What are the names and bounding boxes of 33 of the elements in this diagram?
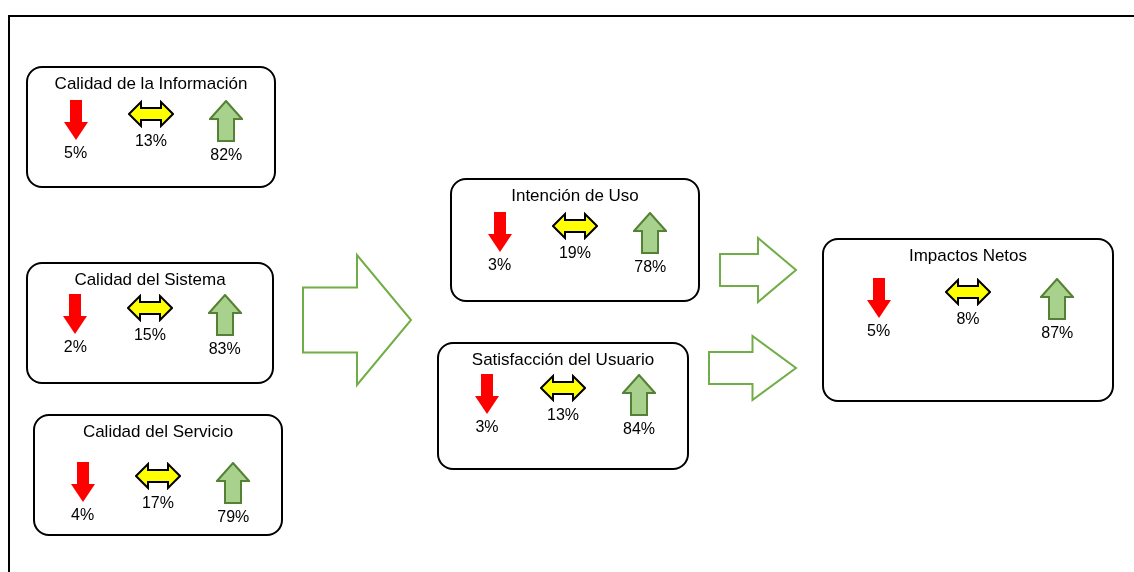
- percentage: 17%: [141, 494, 174, 512]
- percentage: 8%: [956, 310, 980, 328]
- percentage: 4%: [71, 506, 95, 524]
- percentage: 15%: [133, 326, 166, 344]
- indicator-card: [26, 262, 274, 384]
- percentage: 78%: [634, 258, 667, 276]
- indicator-card: [26, 66, 276, 188]
- percentage: 87%: [1041, 324, 1074, 342]
- indicator-card: [33, 414, 283, 536]
- card-title: Satisfacción del Usuario: [471, 350, 655, 370]
- percentage: 82%: [210, 146, 243, 164]
- card-title: Impactos Netos: [908, 246, 1028, 266]
- percentage: 13%: [134, 132, 167, 150]
- percentage: 13%: [547, 406, 579, 424]
- card-title: Intención de Uso: [511, 186, 639, 206]
- block-arrow: [719, 235, 798, 305]
- indicator-card: [822, 238, 1114, 402]
- percentage: 2%: [63, 338, 87, 356]
- block-arrow: [302, 252, 413, 388]
- percentage: 5%: [867, 322, 891, 340]
- indicator-card: [450, 178, 700, 302]
- percentage: 79%: [217, 508, 250, 526]
- percentage: 3%: [475, 418, 499, 436]
- card-title: Calidad del Sistema: [74, 270, 226, 290]
- percentage: 19%: [558, 244, 591, 262]
- percentage: 83%: [208, 340, 241, 358]
- card-title: Calidad del Servicio: [82, 422, 234, 442]
- card-title: Calidad de la Información: [54, 74, 248, 94]
- block-arrow: [708, 334, 798, 402]
- percentage: 84%: [623, 420, 655, 438]
- percentage: 5%: [64, 144, 88, 162]
- percentage: 3%: [488, 256, 512, 274]
- indicator-card: [437, 342, 689, 470]
